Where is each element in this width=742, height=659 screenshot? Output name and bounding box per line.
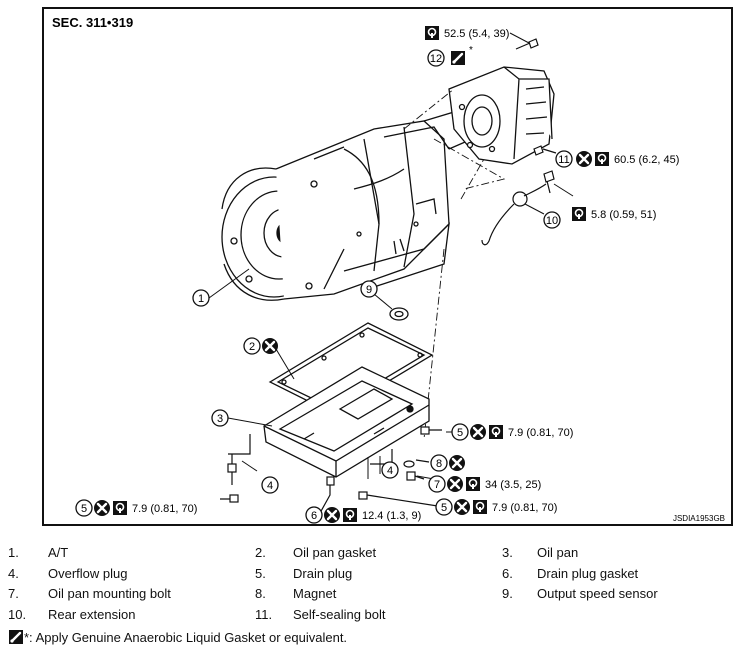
torque-value-10: 5.8 (0.59, 51): [591, 209, 656, 221]
torque-value-5-upper: 7.9 (0.81, 70): [508, 427, 573, 439]
diagram-frame: SEC. 311•319: [42, 7, 733, 526]
torque-value-11: 60.5 (6.2, 45): [614, 154, 679, 166]
rear-extension: [448, 66, 555, 165]
svg-text:5: 5: [81, 503, 87, 515]
callout-9: 9: [360, 280, 378, 298]
section-title: SEC. 311•319: [52, 15, 133, 30]
figure-code: JSDIA1953GB: [673, 514, 725, 523]
svg-text:2: 2: [249, 341, 255, 353]
asterisk-mark: *: [469, 45, 473, 56]
svg-text:5: 5: [441, 502, 447, 514]
torque-value-12: 52.5 (5.4, 39): [444, 28, 509, 40]
callout-5-upper: 5 7.9 (0.81, 70): [451, 422, 573, 442]
callout-12: 12 * 52.5 (5.4, 39): [424, 25, 509, 67]
replace-icon: [260, 336, 280, 356]
callout-8: 8: [430, 453, 467, 473]
torque-icon: [465, 476, 481, 492]
sealant-icon: [449, 49, 467, 67]
bolt-12: [515, 38, 539, 50]
sealant-note: *: Apply Genuine Anaerobic Liquid Gasket…: [8, 630, 347, 645]
svg-text:3: 3: [217, 413, 223, 425]
torque-value-5-left: 7.9 (0.81, 70): [132, 503, 197, 515]
callout-4-left: 4: [261, 476, 279, 494]
torque-icon: [472, 499, 488, 515]
callout-6: 6 12.4 (1.3, 9): [305, 505, 421, 524]
alignment-lines: [403, 88, 506, 440]
svg-text:4: 4: [267, 480, 273, 492]
output-speed-sensor-part: [481, 170, 555, 246]
svg-text:4: 4: [387, 465, 393, 477]
output-speed-sensor: [389, 307, 409, 321]
callout-11: 11 60.5 (6.2, 45): [555, 149, 679, 169]
callout-7: 7 34 (3.5, 25): [428, 474, 541, 494]
svg-text:5: 5: [457, 427, 463, 439]
replace-icon: [574, 149, 594, 169]
torque-value-6: 12.4 (1.3, 9): [362, 510, 421, 522]
replace-icon: [447, 453, 467, 473]
overflow-plug-left: [227, 434, 251, 485]
replace-icon: [445, 474, 465, 494]
callout-10-torque: 5.8 (0.59, 51): [571, 206, 656, 222]
torque-value-7: 34 (3.5, 25): [485, 479, 541, 491]
callout-5-left: 5 7.9 (0.81, 70): [75, 498, 197, 518]
callout-2: 2: [243, 336, 280, 356]
torque-icon: [488, 424, 504, 440]
sealant-note-text: *: Apply Genuine Anaerobic Liquid Gasket…: [24, 630, 348, 645]
callout-3: 3: [211, 409, 229, 427]
svg-text:6: 6: [311, 510, 317, 522]
svg-text:7: 7: [434, 479, 440, 491]
exploded-view-diagram: SEC. 311•319: [52, 15, 725, 524]
svg-text:8: 8: [436, 458, 442, 470]
svg-text:12: 12: [430, 53, 442, 65]
replace-icon: [452, 497, 472, 517]
torque-icon: [342, 507, 358, 523]
drain-plug-parts: [319, 449, 430, 514]
callout-1: 1: [192, 289, 210, 307]
bolts-5: [220, 426, 445, 508]
sealant-icon: [9, 630, 23, 644]
replace-icon: [468, 422, 488, 442]
torque-icon: [594, 151, 610, 167]
callout-4-right: 4: [381, 461, 399, 479]
transmission-body: [221, 98, 497, 301]
torque-value-5-lower: 7.9 (0.81, 70): [492, 502, 557, 514]
torque-icon: [112, 500, 128, 516]
svg-text:9: 9: [366, 284, 372, 296]
bolt-11: [533, 145, 557, 156]
drain-area: [367, 456, 381, 479]
oil-pan: [263, 366, 430, 478]
replace-icon: [92, 498, 112, 518]
callout-5-lower: 5 7.9 (0.81, 70): [435, 497, 557, 517]
svg-text:11: 11: [558, 154, 569, 166]
replace-icon: [322, 505, 342, 524]
svg-text:1: 1: [198, 293, 204, 305]
svg-text:10: 10: [546, 215, 558, 227]
torque-icon: [424, 25, 440, 41]
callout-10: 10: [543, 211, 561, 229]
